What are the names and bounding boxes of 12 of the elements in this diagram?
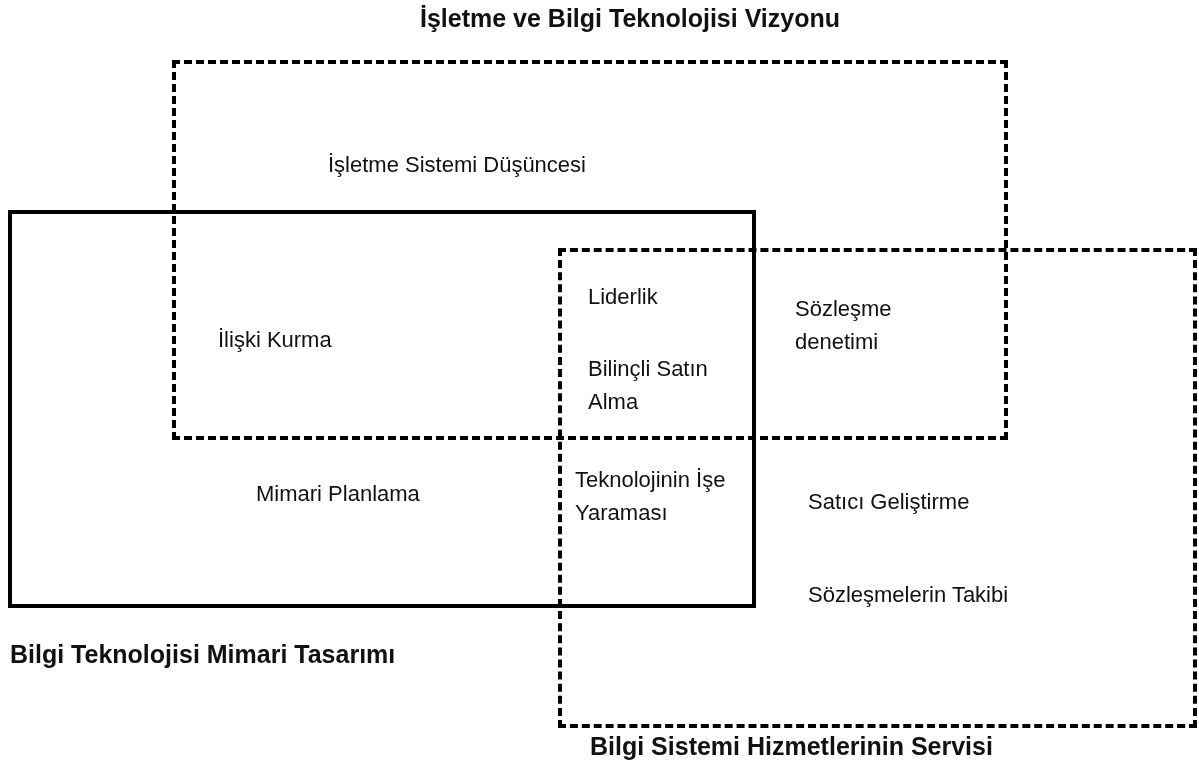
region-label: Teknolojinin İşe Yaraması [575, 466, 727, 527]
group-title: İşletme ve Bilgi Teknolojisi Vizyonu [420, 4, 841, 33]
region-label: Mimari Planlama [256, 480, 421, 508]
region-label: Liderlik [588, 283, 659, 311]
group-title: Bilgi Sistemi Hizmetlerinin Servisi [590, 732, 993, 761]
region-label: Bilinçli Satın Alma [588, 355, 709, 416]
region-label: İşletme Sistemi Düşüncesi [328, 151, 587, 179]
group-title: Bilgi Teknolojisi Mimari Tasarımı [10, 640, 396, 669]
region-label: İlişki Kurma [218, 326, 333, 354]
region-label: Sözleşme denetimi [795, 295, 893, 356]
region-label: Satıcı Geliştirme [808, 488, 971, 516]
region-label: Sözleşmelerin Takibi [808, 581, 1010, 609]
